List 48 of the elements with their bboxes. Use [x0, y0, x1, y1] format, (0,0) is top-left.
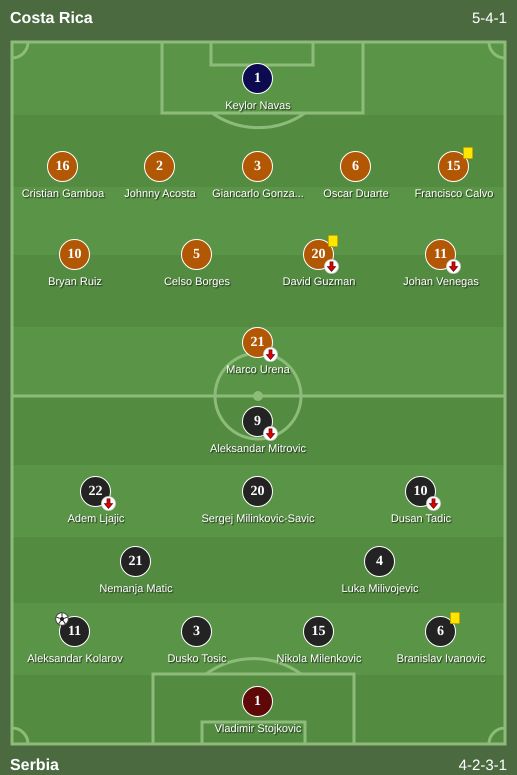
shirt-number: 22 [88, 484, 102, 500]
player-name: Adem Ljajic [68, 512, 124, 526]
player-name: Johnny Acosta [124, 187, 196, 201]
player-name: Branislav Ivanovic [396, 652, 486, 666]
player-name: Bryan Ruiz [48, 275, 102, 289]
shirt-number: 1 [254, 70, 261, 86]
shirt-number: 5 [193, 246, 200, 262]
player-name: Luka Milivojevic [341, 582, 419, 596]
shirt-number: 10 [414, 484, 428, 500]
shirt-number: 1 [254, 694, 261, 710]
player-name: Nikola Milenkovic [276, 652, 362, 666]
shirt-number: 11 [68, 624, 82, 640]
player-name: Aleksandar Mitrovic [210, 442, 306, 456]
player-name: Francisco Calvo [414, 187, 494, 201]
player-name: Dusko Tosic [167, 652, 227, 666]
player-name: Sergej Milinkovic-Savic [201, 512, 315, 526]
shirt-number: 6 [352, 158, 359, 174]
shirt-number: 4 [376, 554, 383, 570]
player-name: Johan Venegas [403, 275, 479, 289]
shirt-number: 15 [312, 624, 326, 640]
shirt-number: 3 [193, 624, 200, 640]
team-name: Costa Rica [10, 9, 93, 29]
shirt-number: 21 [128, 554, 142, 570]
player-name: David Guzman [282, 275, 356, 289]
shirt-number: 6 [437, 624, 444, 640]
player-name: Oscar Duarte [323, 187, 389, 201]
shirt-number: 20 [250, 484, 264, 500]
team-name: Serbia [10, 756, 59, 775]
formation: 4-2-3-1 [458, 756, 507, 775]
player-name: Keylor Navas [225, 99, 291, 113]
player-name: Marco Urena [226, 363, 290, 377]
player-name: Dusan Tadic [390, 512, 452, 526]
shirt-number: 2 [156, 158, 163, 174]
player-name: Vladimir Stojkovic [214, 722, 302, 736]
shirt-number: 20 [312, 246, 326, 262]
shirt-number: 3 [254, 158, 261, 174]
player-name: Cristian Gamboa [22, 187, 104, 201]
player-name: Nemanja Matic [99, 582, 173, 596]
player-name: Aleksandar Kolarov [27, 652, 123, 666]
player-name: Giancarlo Gonza... [212, 187, 304, 201]
shirt-number: 9 [254, 414, 261, 430]
shirt-number: 16 [56, 158, 70, 174]
shirt-number: 21 [250, 334, 264, 350]
shirt-number: 11 [434, 246, 448, 262]
player-name: Celso Borges [164, 275, 230, 289]
formation: 5-4-1 [472, 9, 507, 29]
shirt-number: 10 [68, 246, 82, 262]
shirt-number: 15 [446, 158, 460, 174]
